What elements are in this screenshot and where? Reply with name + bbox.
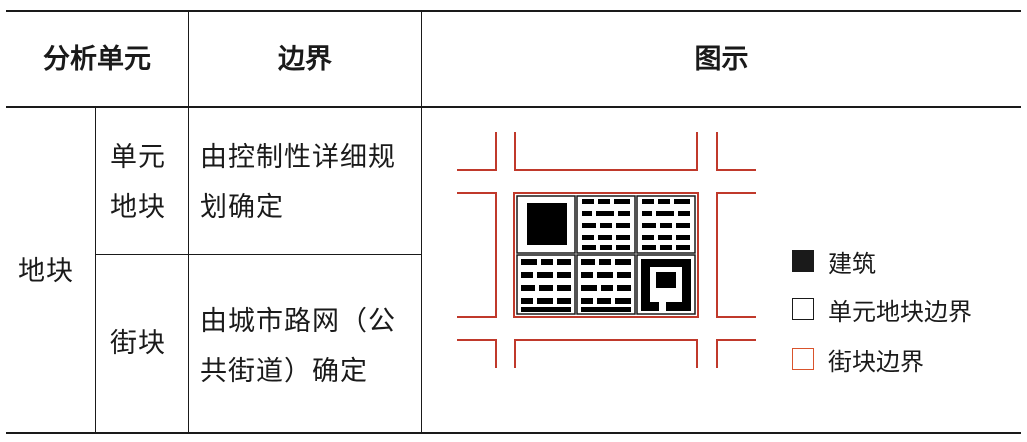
row1-boundary-line1: 由控制性详细规 xyxy=(200,142,396,173)
legend-unit-plot: 单元地块边界 xyxy=(792,292,972,326)
legend-street-block: 街块边界 xyxy=(792,342,924,376)
legend-street-block-label: 街块边界 xyxy=(828,347,924,376)
legend-building: 建筑 xyxy=(792,244,876,278)
header-diagram: 图示 xyxy=(694,44,749,75)
legend-building-label: 建筑 xyxy=(828,249,876,278)
unit-plot-boundaries xyxy=(516,195,696,315)
col-divider-2 xyxy=(421,12,422,432)
row-divider xyxy=(95,254,421,255)
bottom-rule xyxy=(6,432,1021,434)
row1-sub-line1: 单元 xyxy=(110,142,166,173)
street-block-boundary xyxy=(513,192,699,318)
row1-sub-line2: 地块 xyxy=(110,192,166,223)
row2-sub-line1: 街块 xyxy=(110,328,166,359)
header-rule xyxy=(6,106,1021,108)
group-label: 地块 xyxy=(18,256,74,287)
unit-plot-swatch-icon xyxy=(792,298,814,320)
header-unit: 分析单元 xyxy=(43,44,151,75)
legend-unit-plot-label: 单元地块边界 xyxy=(828,297,972,326)
row2-boundary-line1: 由城市路网（公 xyxy=(200,306,396,337)
col-divider-1 xyxy=(188,12,189,432)
top-rule xyxy=(6,10,1021,12)
street-lines xyxy=(457,132,756,368)
building-swatch-icon xyxy=(792,250,814,272)
row2-boundary-line2: 共街道）确定 xyxy=(200,356,368,387)
header-boundary: 边界 xyxy=(278,44,332,75)
col-divider-sub xyxy=(95,108,96,432)
row1-boundary-line2: 划确定 xyxy=(200,192,284,223)
street-block-swatch-icon xyxy=(792,348,814,370)
buildings xyxy=(521,199,691,312)
